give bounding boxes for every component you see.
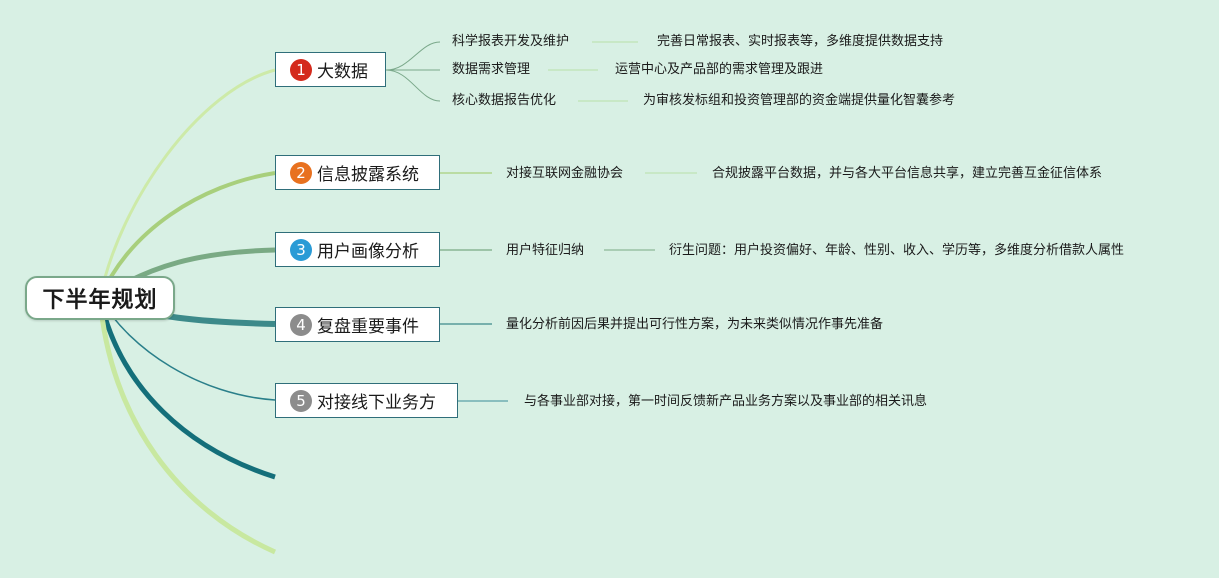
detail-core-report[interactable]: 为审核发标组和投资管理部的资金端提供量化智囊参考 [643,93,956,108]
root-topic[interactable]: 下半年规划 [25,276,175,320]
detail-demand-mgmt[interactable]: 运营中心及产品部的需求管理及跟进 [615,62,824,77]
subtopic-quant-analysis[interactable]: 量化分析前因后果并提出可行性方案，为未来类似情况作事先准备 [506,317,884,332]
branch-topic-2 [98,171,276,299]
detail-finance-association[interactable]: 合规披露平台数据，并与各大平台信息共享，建立完善互金征信体系 [712,166,1103,181]
subtopic-business-feedback[interactable]: 与各事业部对接，第一时间反馈新产品业务方案以及事业部的相关讯息 [524,394,928,409]
topic-label: 信息披露系统 [317,165,419,185]
subtopic-report-dev[interactable]: 科学报表开发及维护 [452,34,570,49]
topic-event-review[interactable]: 4 复盘重要事件 [275,307,440,342]
detail-report-dev[interactable]: 完善日常报表、实时报表等，多维度提供数据支持 [657,34,944,49]
link-1-3 [385,69,441,102]
subtopic-demand-mgmt[interactable]: 数据需求管理 [452,62,531,77]
topic-offline-partners[interactable]: 5 对接线下业务方 [275,383,458,418]
topic-label: 对接线下业务方 [317,393,436,413]
number-badge-5: 5 [290,389,312,412]
number-badge-2: 2 [290,161,312,184]
number-badge-1: 1 [290,58,312,81]
number-badge-4: 4 [290,313,312,336]
branch-empty-light [97,297,277,555]
subtopic-finance-association[interactable]: 对接互联网金融协会 [506,166,624,181]
topic-label: 大数据 [317,62,368,82]
topic-user-profile[interactable]: 3 用户画像分析 [275,232,440,267]
subtopic-user-features[interactable]: 用户特征归纳 [506,243,585,258]
subtopic-core-report[interactable]: 核心数据报告优化 [452,93,557,108]
number-badge-3: 3 [290,238,312,261]
link-1-1 [385,41,441,71]
topic-big-data[interactable]: 1 大数据 [275,52,386,87]
detail-user-features[interactable]: 衍生问题：用户投资偏好、年龄、性别、收入、学历等，多维度分析借款人属性 [669,243,1125,258]
branch-topic-1 [98,68,276,299]
topic-info-disclosure[interactable]: 2 信息披露系统 [275,155,440,190]
topic-label: 复盘重要事件 [317,317,419,337]
topic-label: 用户画像分析 [317,242,419,262]
branch-empty-dark [97,297,276,480]
root-topic-label: 下半年规划 [42,288,158,313]
